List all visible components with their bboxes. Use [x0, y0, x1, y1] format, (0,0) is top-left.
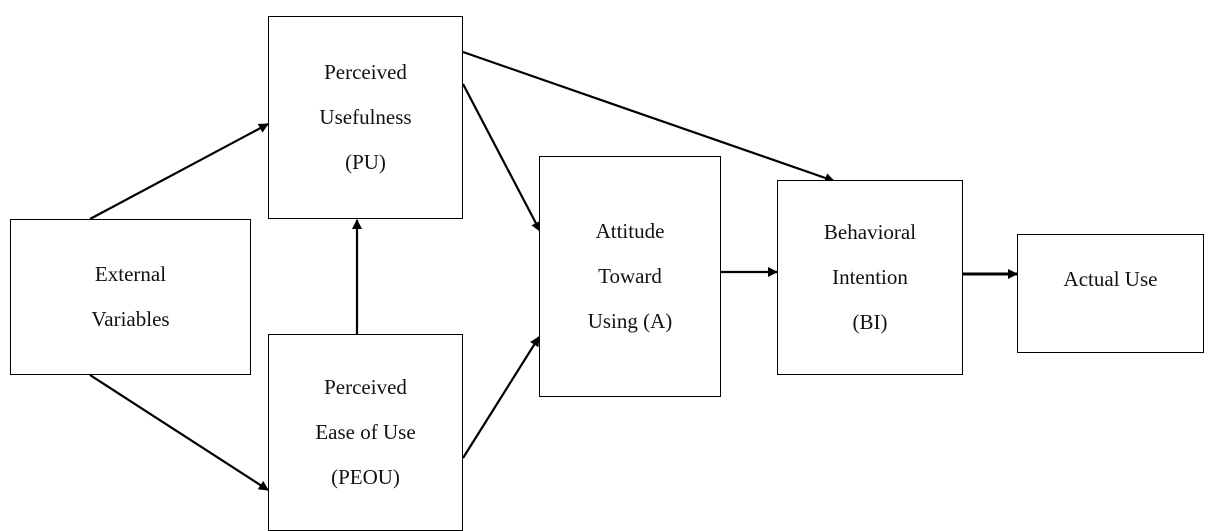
behavioral-intention-label-line-1: Behavioral	[823, 220, 917, 244]
perceived-usefulness-label-line-2: Usefulness	[319, 105, 412, 129]
edge-external-to-pu	[89, 123, 269, 220]
actual-use-box: Actual Use	[1017, 234, 1204, 353]
edge-pu-to-attitude	[462, 83, 541, 232]
edge-external-to-peou	[89, 374, 269, 491]
attitude-label-line-3: Using (A)	[587, 309, 673, 333]
attitude-label-line-2: Toward	[598, 264, 662, 288]
edge-pu-to-bi	[462, 50, 835, 183]
attitude-label-line-1: Attitude	[595, 219, 665, 243]
attitude-toward-using-box: Attitude Toward Using (A)	[539, 156, 721, 397]
perceived-usefulness-label-line-1: Perceived	[324, 60, 407, 84]
external-variables-label-line-1: External	[94, 262, 167, 286]
perceived-ease-of-use-label-line-2: Ease of Use	[315, 420, 416, 444]
behavioral-intention-label-line-3: (BI)	[852, 310, 888, 334]
actual-use-label: Actual Use	[1063, 266, 1158, 291]
perceived-ease-of-use-label-line-3: (PEOU)	[331, 465, 400, 489]
behavioral-intention-label-line-2: Intention	[832, 265, 908, 289]
external-variables-label-line-2: Variables	[91, 307, 170, 331]
behavioral-intention-box: Behavioral Intention (BI)	[777, 180, 963, 375]
perceived-usefulness-box: Perceived Usefulness (PU)	[268, 16, 463, 219]
edge-peou-to-attitude	[462, 336, 540, 459]
external-variables-box: External Variables	[10, 219, 251, 375]
perceived-ease-of-use-box: Perceived Ease of Use (PEOU)	[268, 334, 463, 531]
perceived-ease-of-use-label-line-1: Perceived	[324, 375, 407, 399]
perceived-usefulness-label-line-3: (PU)	[345, 150, 386, 174]
